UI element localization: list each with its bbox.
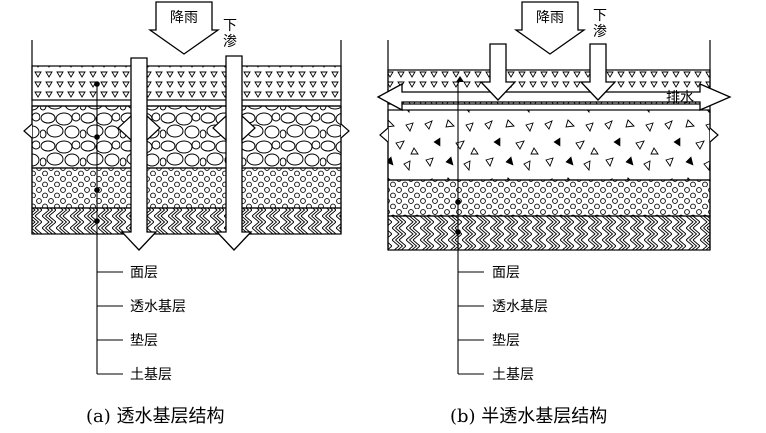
left-caption: (a) 透水基层结构 <box>86 406 225 427</box>
right-drain-label: 排水 <box>666 90 694 106</box>
right-diagram: 降雨 下 渗 排水 面层 透水基层 垫层 土基层 (b) 半透水基层结构 <box>376 1 732 427</box>
right-rain-label: 降雨 <box>536 10 564 26</box>
left-diagram: 降雨 下 渗 面层 透水基层 垫层 土基层 (a) 透水基层结构 <box>23 1 350 427</box>
right-cushion-layer <box>387 179 711 217</box>
left-seep-label-2: 渗 <box>223 34 237 50</box>
right-seep-arrow-2 <box>579 43 617 101</box>
left-surface-layer <box>31 65 342 101</box>
left-layer-label-base: 透水基层 <box>130 298 186 315</box>
right-seep-label-2: 渗 <box>593 24 607 40</box>
left-layer-label-soil: 土基层 <box>130 366 172 383</box>
left-layer-label-surface: 面层 <box>130 265 158 281</box>
right-seep-label-1: 下 <box>593 8 607 24</box>
right-soil-layer <box>387 215 711 251</box>
left-seep-label-1: 下 <box>223 18 237 34</box>
left-rain-arrow <box>147 1 221 55</box>
right-base-layer <box>387 109 711 181</box>
right-rain-arrow <box>513 1 587 55</box>
left-layer-label-cushion: 垫层 <box>130 333 158 349</box>
right-caption: (b) 半透水基层结构 <box>450 406 607 427</box>
left-base-layer <box>31 105 342 169</box>
left-seep-arrow-1 <box>120 57 158 251</box>
right-drain-arrow <box>376 82 732 112</box>
right-layer-label-surface: 面层 <box>492 265 520 281</box>
left-cushion-layer <box>31 167 342 209</box>
right-layer-label-base: 透水基层 <box>492 298 548 315</box>
right-layer-label-cushion: 垫层 <box>492 333 520 349</box>
right-layer-label-soil: 土基层 <box>492 366 534 383</box>
left-rain-label: 降雨 <box>170 10 198 26</box>
left-seep-arrow-2 <box>215 55 253 251</box>
right-seep-arrow-1 <box>479 43 517 101</box>
left-soil-layer <box>31 207 342 235</box>
